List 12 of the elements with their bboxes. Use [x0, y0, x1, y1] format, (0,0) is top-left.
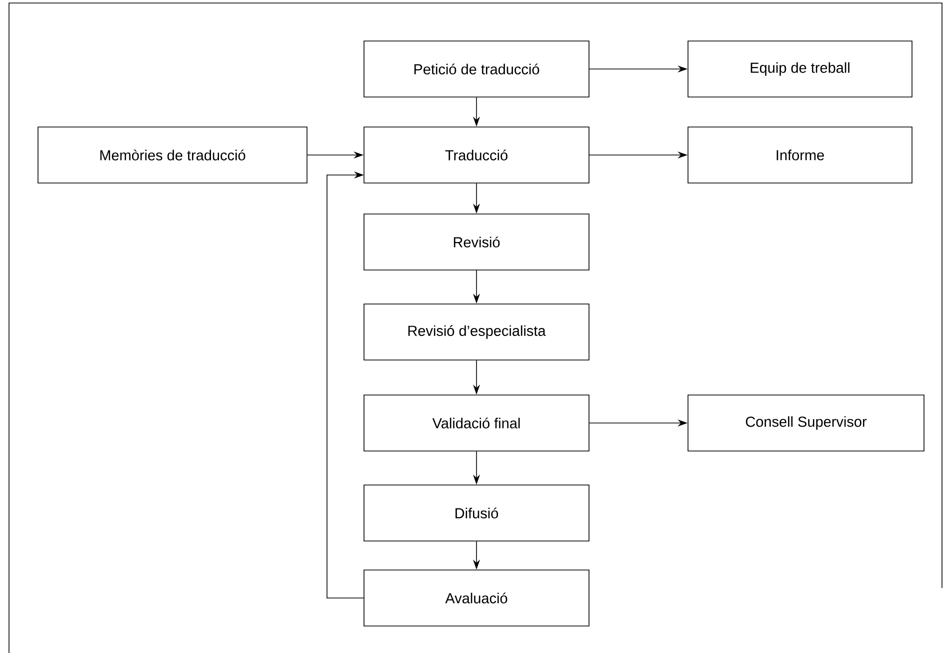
process-box: Difusió	[364, 484, 590, 542]
arrow	[326, 171, 364, 598]
process-box: Memòries de traducció	[38, 126, 308, 184]
process-box: Revisió	[364, 214, 590, 270]
process-box: Equip de treball	[688, 40, 912, 98]
process-box: Avaluació	[364, 570, 590, 626]
process-box: Revisió d’especialista	[364, 304, 590, 360]
process-box: Validació final	[364, 394, 590, 452]
process-box: Traducció	[364, 126, 590, 184]
process-box: Consell Supervisor	[688, 394, 924, 452]
process-box: Petició de traducció	[364, 40, 590, 98]
process-box: Informe	[688, 126, 912, 184]
